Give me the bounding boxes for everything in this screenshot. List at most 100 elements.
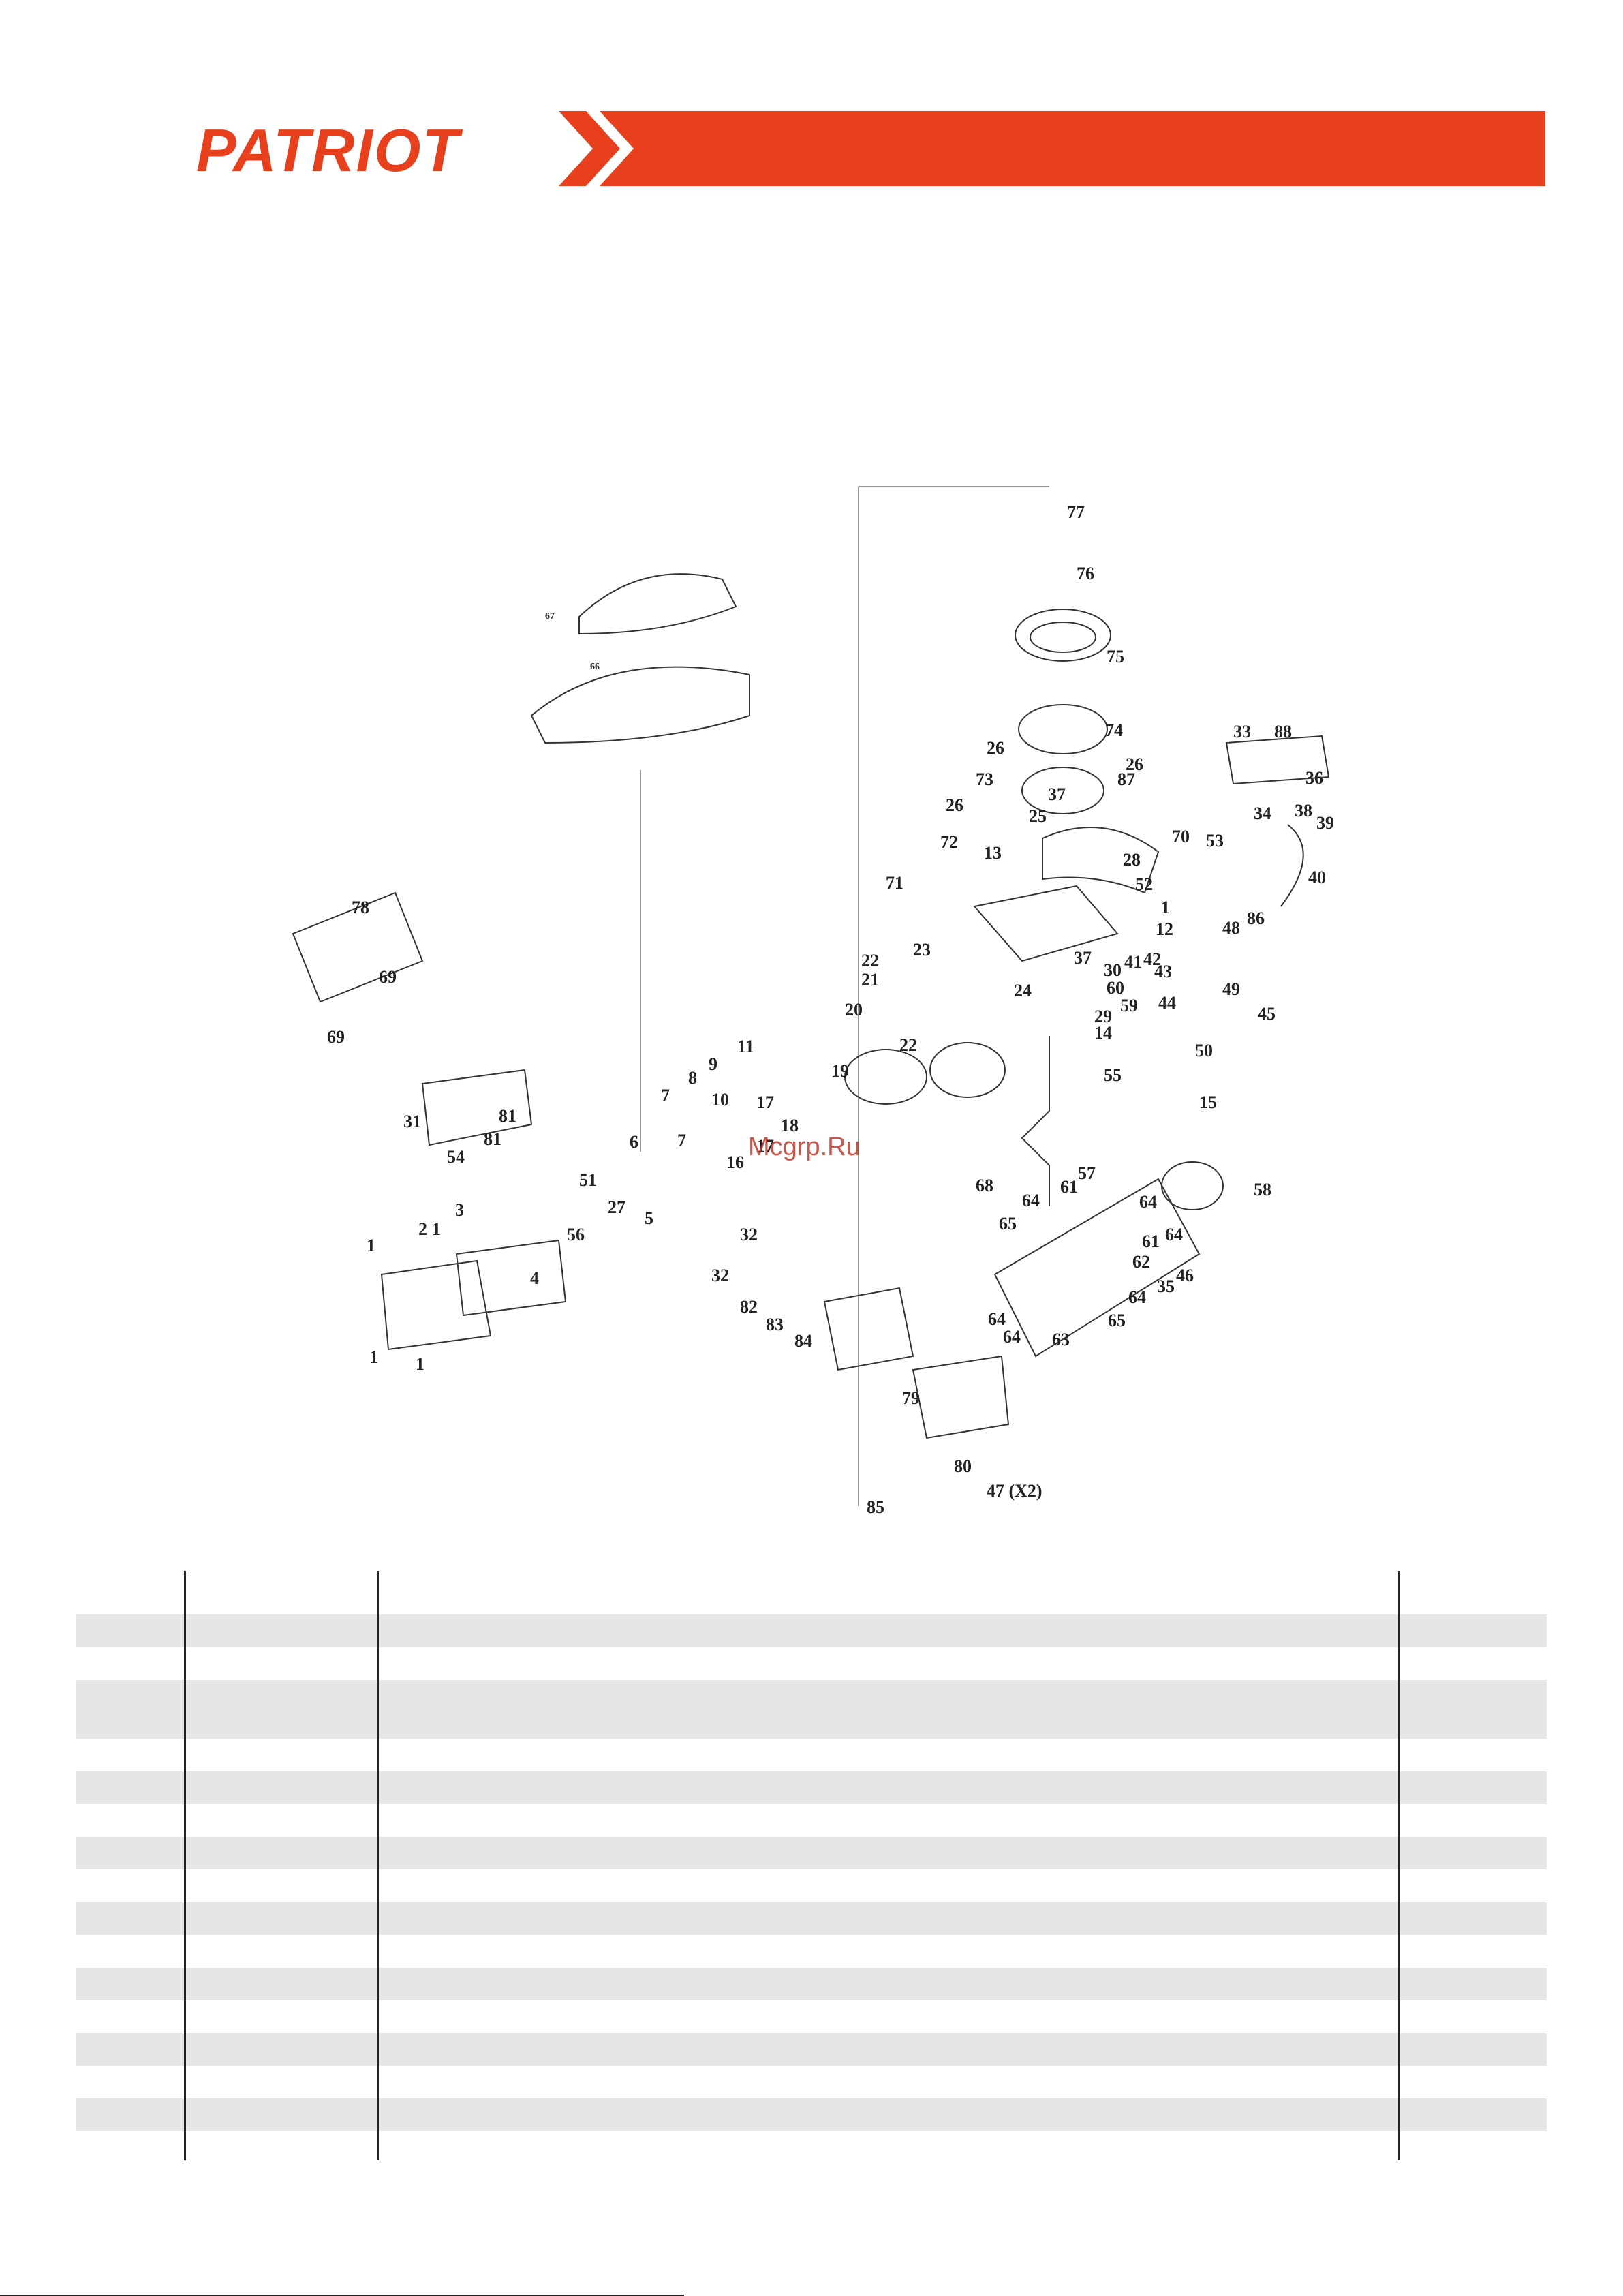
label-64: 64 (1022, 1191, 1040, 1210)
label-81: 81 (499, 1106, 516, 1126)
label-65: 65 (999, 1214, 1017, 1234)
footer-rule (0, 2295, 684, 2296)
label-6: 6 (630, 1132, 638, 1152)
label-26c: 26 (946, 795, 963, 815)
label-34: 34 (1254, 803, 1271, 823)
label-69b: 69 (327, 1027, 345, 1047)
label-13: 13 (984, 843, 1002, 863)
label-43: 43 (1154, 962, 1172, 981)
label-58: 58 (1254, 1180, 1271, 1199)
label-12: 12 (1156, 919, 1173, 939)
table-column-divider (1398, 1571, 1400, 2160)
label-31: 31 (403, 1112, 421, 1131)
table-row (76, 1739, 1547, 1771)
label-1c: 1 (367, 1236, 375, 1255)
label-32b: 32 (711, 1266, 729, 1285)
label-36: 36 (1305, 768, 1323, 788)
label-7b: 7 (677, 1131, 686, 1150)
label-64f: 64 (1128, 1287, 1146, 1307)
label-79: 79 (902, 1388, 920, 1408)
label-52: 52 (1135, 874, 1153, 894)
label-27: 27 (608, 1197, 625, 1217)
label-62: 62 (1132, 1252, 1150, 1272)
label-30: 30 (1104, 960, 1122, 980)
label-69: 69 (379, 967, 397, 987)
label-40: 40 (1308, 868, 1326, 887)
label-82: 82 (740, 1297, 758, 1317)
parts-table (76, 1571, 1547, 2160)
table-row (76, 2000, 1547, 2033)
header-banner (559, 111, 1545, 186)
label-86: 86 (1247, 908, 1265, 928)
table-row (76, 1837, 1547, 1869)
label-71: 71 (886, 873, 903, 893)
label-59: 59 (1120, 996, 1138, 1015)
label-42: 42 (1143, 949, 1161, 969)
label-61: 61 (1060, 1177, 1078, 1197)
label-68: 68 (976, 1176, 993, 1195)
label-28: 28 (1123, 850, 1141, 870)
label-15: 15 (1199, 1092, 1217, 1112)
label-74: 74 (1105, 720, 1123, 740)
label-3: 3 (455, 1200, 464, 1220)
label-70: 70 (1172, 827, 1190, 846)
table-row (76, 1869, 1547, 1902)
label-41: 41 (1124, 952, 1142, 972)
table-row (76, 1935, 1547, 1968)
label-8: 8 (688, 1068, 697, 1088)
label-51: 51 (579, 1170, 597, 1190)
table-row (76, 2098, 1547, 2131)
label-37b: 37 (1074, 948, 1092, 968)
label-2: 2 (418, 1219, 427, 1239)
label-35: 35 (1157, 1276, 1175, 1296)
label-20: 20 (845, 1000, 863, 1020)
label-17b: 17 (756, 1136, 774, 1156)
label-32: 32 (740, 1225, 758, 1244)
table-row (76, 1771, 1547, 1804)
label-19: 19 (831, 1061, 849, 1081)
label-54: 54 (447, 1147, 465, 1167)
table-row (76, 1968, 1547, 2000)
label-47: 47 (X2) (987, 1481, 1042, 1501)
table-row (76, 1647, 1547, 1680)
label-88: 88 (1274, 722, 1292, 741)
label-61b: 61 (1142, 1231, 1160, 1251)
label-46: 46 (1176, 1266, 1194, 1285)
label-44: 44 (1158, 993, 1176, 1013)
exploded-parts-diagram: 77 76 75 74 33 88 36 26 73 25 37 87 34 3… (292, 486, 1334, 1517)
label-11: 11 (737, 1037, 754, 1056)
label-45: 45 (1258, 1004, 1276, 1024)
label-53: 53 (1206, 831, 1224, 851)
table-row (76, 1902, 1547, 1935)
watermark: Mcgrp.Ru (748, 1133, 861, 1161)
label-33: 33 (1233, 722, 1251, 741)
label-75: 75 (1107, 647, 1124, 667)
label-22b: 22 (899, 1035, 917, 1055)
label-85: 85 (867, 1497, 884, 1517)
label-64e: 64 (1003, 1327, 1021, 1347)
label-87: 87 (1117, 769, 1135, 789)
label-24: 24 (1014, 981, 1032, 1000)
label-63: 63 (1052, 1330, 1070, 1349)
label-4: 4 (530, 1268, 539, 1288)
label-48: 48 (1222, 918, 1240, 938)
label-1: 1 (1161, 898, 1170, 917)
label-77: 77 (1067, 502, 1085, 522)
label-64c: 64 (1165, 1225, 1183, 1244)
label-18: 18 (781, 1116, 799, 1135)
label-29: 29 (1094, 1007, 1112, 1026)
label-25: 25 (1029, 806, 1047, 826)
label-1d: 1 (369, 1347, 378, 1367)
label-16: 16 (726, 1152, 744, 1172)
label-22: 22 (861, 951, 879, 970)
label-81b: 81 (484, 1129, 501, 1149)
table-row (76, 2066, 1547, 2098)
label-5: 5 (645, 1208, 653, 1228)
label-17: 17 (756, 1092, 774, 1112)
table-row (76, 1680, 1547, 1739)
label-23: 23 (913, 940, 931, 960)
label-66: 66 (590, 662, 600, 672)
label-57: 57 (1078, 1163, 1096, 1183)
label-84: 84 (794, 1331, 812, 1351)
label-65b: 65 (1108, 1311, 1126, 1330)
